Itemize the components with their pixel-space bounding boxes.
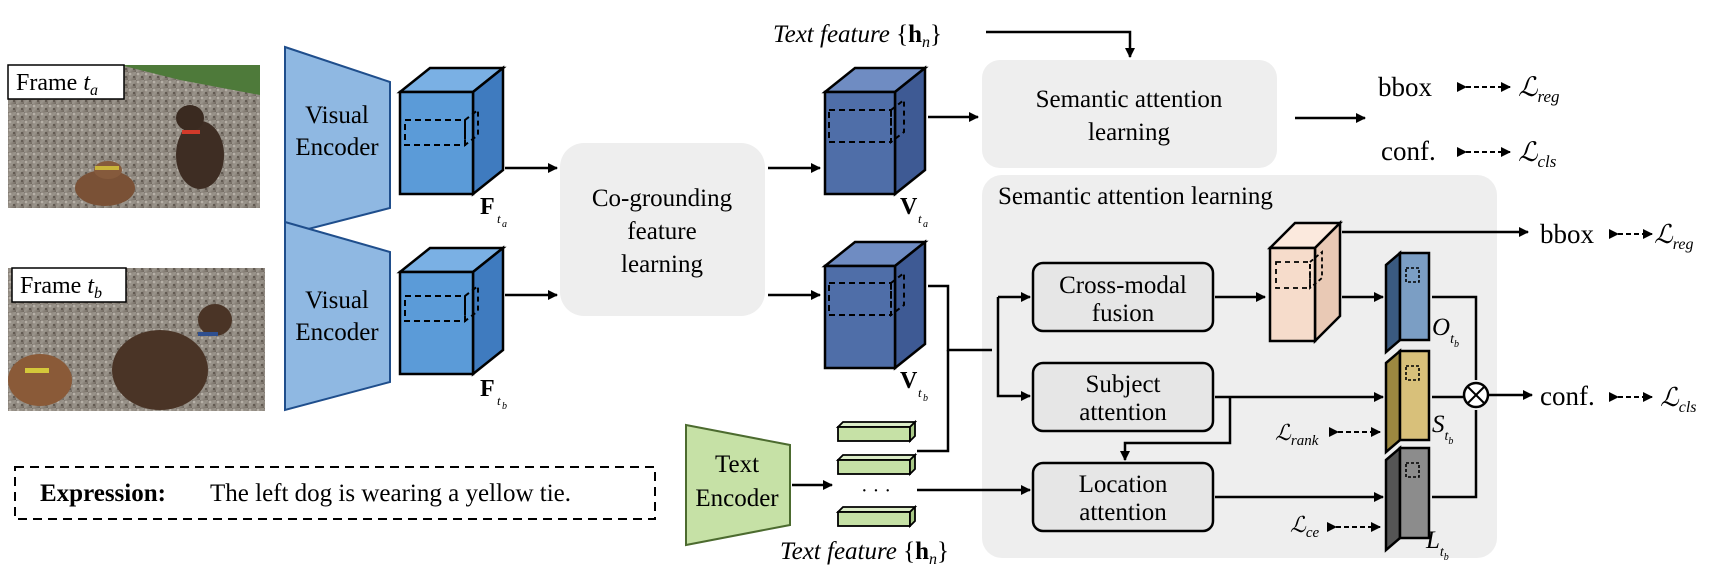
- svg-text:F: F: [480, 194, 495, 220]
- map-L: Ltb: [1384, 445, 1449, 563]
- line-L-to-product: [1432, 410, 1478, 499]
- svg-text:Encoder: Encoder: [295, 134, 379, 161]
- svg-text:The left dog is wearing a yell: The left dog is wearing a yellow tie.: [210, 480, 571, 507]
- frame-b-label: Frame tb: [11, 267, 127, 303]
- svg-text:fusion: fusion: [1092, 300, 1155, 327]
- visual-encoder-b: Visual Encoder: [284, 220, 391, 412]
- loss-ce: ℒce: [1290, 512, 1381, 541]
- svg-text:b: b: [923, 393, 928, 404]
- svg-text:bbox: bbox: [1540, 219, 1595, 249]
- svg-text:ℒrank: ℒrank: [1275, 420, 1319, 449]
- product-operator: [1462, 381, 1490, 409]
- feature-cube-va: V t a: [821, 65, 929, 230]
- svg-text:Stb: Stb: [1432, 411, 1453, 447]
- feature-cube-vb: V t b: [821, 239, 929, 404]
- svg-text:attention: attention: [1079, 499, 1167, 526]
- cross-modal-fusion-module: Cross-modal fusion: [1031, 261, 1215, 333]
- svg-text:V: V: [900, 194, 918, 220]
- line-textfeature-up: [917, 350, 950, 453]
- output-conf-top: conf. ℒcls: [1381, 136, 1557, 171]
- svg-text:· · ·: · · ·: [861, 480, 891, 502]
- svg-text:Text: Text: [715, 451, 759, 478]
- output-bbox-bottom: bbox ℒreg: [1540, 219, 1693, 253]
- text-feature-bottom-label: Text feature {hn}: [780, 538, 949, 568]
- svg-text:ℒce: ℒce: [1290, 512, 1320, 541]
- svg-text:Encoder: Encoder: [295, 319, 379, 346]
- svg-text:Location: Location: [1079, 471, 1168, 498]
- frame-a-label: Frame ta: [7, 64, 125, 100]
- semantic-attention-top: Semantic attention learning: [982, 60, 1277, 168]
- frame-a-image: [8, 65, 260, 208]
- svg-text:F: F: [480, 376, 495, 402]
- text-feature-bars: · · ·: [835, 419, 918, 529]
- svg-text:Text feature {hn}: Text feature {hn}: [780, 538, 949, 568]
- svg-text:Encoder: Encoder: [695, 485, 779, 512]
- fusion-feature-cube: [1266, 219, 1344, 345]
- svg-text:ℒreg: ℒreg: [1654, 220, 1693, 253]
- map-O: Otb: [1384, 250, 1459, 355]
- location-attention-module: Location attention: [1031, 461, 1215, 533]
- svg-text:V: V: [900, 368, 918, 394]
- svg-text:Co-grounding: Co-grounding: [592, 185, 733, 212]
- svg-text:learning: learning: [1088, 119, 1170, 146]
- svg-text:t: t: [918, 211, 922, 226]
- line-vb-down: [928, 284, 992, 352]
- svg-text:conf.: conf.: [1540, 381, 1595, 411]
- svg-text:t: t: [497, 211, 501, 226]
- arrow-to-subject: [996, 297, 1031, 401]
- svg-text:Text feature {hn}: Text feature {hn}: [773, 21, 942, 51]
- svg-text:ℒcls: ℒcls: [1518, 137, 1557, 171]
- arrow-subject-to-location: [1120, 397, 1232, 461]
- svg-text:t: t: [497, 393, 501, 408]
- feature-cube-fa: F t a: [396, 65, 507, 230]
- svg-text:Ltb: Ltb: [1425, 527, 1449, 563]
- svg-text:a: a: [923, 219, 928, 230]
- output-conf-bottom: conf. ℒcls: [1540, 381, 1697, 416]
- svg-text:Frame ta: Frame ta: [16, 70, 98, 99]
- svg-text:Subject: Subject: [1086, 371, 1161, 398]
- svg-text:learning: learning: [621, 251, 703, 278]
- svg-text:a: a: [502, 219, 507, 230]
- co-grounding-module: Co-grounding feature learning: [560, 143, 765, 316]
- svg-text:Frame tb: Frame tb: [20, 273, 102, 302]
- text-encoder: Text Encoder: [685, 423, 791, 547]
- svg-text:ℒreg: ℒreg: [1518, 72, 1559, 106]
- svg-text:Expression:: Expression:: [40, 480, 166, 507]
- svg-text:ℒcls: ℒcls: [1660, 383, 1697, 416]
- feature-cube-fb: F t b: [396, 245, 507, 412]
- svg-text:Cross-modal: Cross-modal: [1059, 272, 1187, 299]
- svg-text:bbox: bbox: [1378, 72, 1433, 102]
- svg-text:Otb: Otb: [1432, 314, 1459, 350]
- expression-box: Expression: The left dog is wearing a ye…: [14, 466, 656, 520]
- svg-text:conf.: conf.: [1381, 136, 1436, 166]
- svg-text:feature: feature: [627, 218, 696, 245]
- line-O-to-product: [1432, 295, 1478, 380]
- loss-rank: ℒrank: [1275, 420, 1381, 449]
- svg-text:Visual: Visual: [305, 102, 369, 129]
- visual-encoder-a: Visual Encoder: [284, 45, 391, 237]
- map-S: Stb: [1384, 348, 1453, 455]
- svg-text:b: b: [502, 401, 507, 412]
- arrow-textfeature-to-sal: [986, 30, 1135, 58]
- output-bbox-top: bbox ℒreg: [1378, 72, 1559, 106]
- svg-text:t: t: [918, 385, 922, 400]
- svg-text:Visual: Visual: [305, 287, 369, 314]
- svg-text:Semantic attention: Semantic attention: [1036, 86, 1223, 113]
- subject-attention-module: Subject attention: [1031, 361, 1215, 433]
- text-feature-top-label: Text feature {hn}: [773, 21, 942, 51]
- svg-text:Semantic attention learning: Semantic attention learning: [998, 183, 1273, 210]
- svg-text:attention: attention: [1079, 399, 1167, 426]
